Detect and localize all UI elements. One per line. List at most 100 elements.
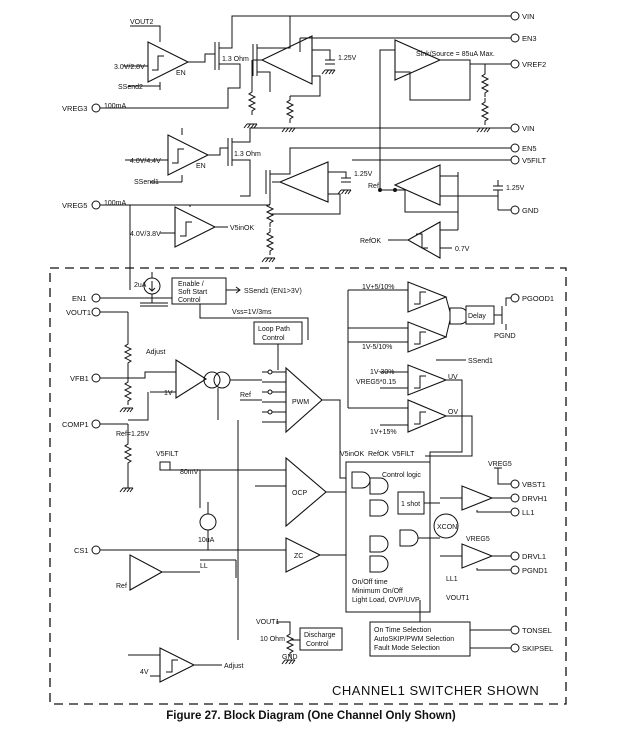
zc-comparator — [129, 537, 352, 591]
vreg5-error-amp — [278, 161, 329, 203]
label-th-vreg: VREG5*0.15 — [356, 379, 396, 386]
label-vreg5-b: VREG5 — [488, 461, 512, 468]
label-adjust-a: Adjust — [146, 349, 166, 356]
label-ohm10: 10 Ohm — [260, 636, 285, 643]
pin-vbst1: VBST1 — [522, 480, 546, 489]
pin-vin-top: VIN — [522, 12, 535, 21]
label-ssend1: SSend1 — [134, 179, 159, 186]
label-th-p5: 1V+5/10% — [362, 284, 395, 291]
label-discharge-2: Control — [306, 641, 329, 648]
pin-vreg5: VREG5 — [62, 201, 87, 210]
pin-en1: EN1 — [72, 294, 87, 303]
pin-skipsel: SKIPSEL — [522, 644, 553, 653]
label-loop-path-2: Control — [262, 335, 285, 342]
label-ontime-3: Fault Mode Selection — [374, 645, 440, 652]
label-one-shot: 1 shot — [401, 501, 420, 508]
internal-labels: VOUT2 3.0V/2.8V EN SSend2 1.3 Ohm 1.25V … — [104, 19, 539, 698]
discharge-section — [276, 621, 343, 665]
label-loop-path-1: Loop Path — [258, 326, 290, 333]
ocp-comparator — [159, 456, 352, 550]
pin-cs1: CS1 — [74, 546, 89, 555]
label-ssend1-out: SSend1 (EN1>3V) — [244, 288, 302, 295]
channel-boundary — [49, 267, 567, 705]
pin-drvh1: DRVH1 — [522, 494, 547, 503]
label-ohm13-a: 1.3 Ohm — [222, 56, 249, 63]
label-onoff-2: Minimum On/Off — [352, 588, 403, 595]
label-th-p15: 1V+15% — [370, 429, 397, 436]
label-v5filt-b: V5FILT — [156, 451, 179, 458]
reference-section — [378, 164, 515, 259]
vreg3-ldo-section — [100, 15, 515, 133]
pin-pgnd-a: PGND — [494, 331, 516, 340]
label-onoff-1: On/Off time — [352, 579, 388, 586]
label-discharge-1: Discharge — [304, 632, 336, 639]
label-v5inok-a: V5inOK — [230, 225, 254, 232]
label-vss: Vss=1V/3ms — [232, 309, 272, 316]
on-time-selection — [369, 600, 520, 657]
pin-comp1: COMP1 — [62, 420, 89, 429]
pin-drvl1: DRVL1 — [522, 552, 546, 561]
label-ohm13-b: 1.3 Ohm — [234, 151, 261, 158]
label-v5inok-b: V5inOK — [340, 451, 364, 458]
label-v44-40: 4.0V/4.4V — [130, 158, 161, 165]
pin-vfb1: VFB1 — [70, 374, 89, 383]
label-ll-b: LL1 — [446, 576, 458, 583]
label-ref-b: Ref — [240, 392, 251, 399]
label-ssend2: SSend2 — [118, 84, 143, 91]
control-logic-block — [345, 461, 440, 613]
label-en-b: EN — [196, 163, 206, 170]
label-ua2: 2uA — [134, 282, 147, 289]
vreg3-enable-comparator — [147, 41, 190, 83]
label-xcon: XCON — [437, 524, 457, 531]
label-enable-ss-3: Control — [178, 297, 201, 304]
label-enable-ss-1: Enable / — [178, 281, 204, 288]
label-refok: RefOK — [360, 238, 381, 245]
label-v125-c: 1.25V — [506, 185, 525, 192]
label-ssend1-c: SSend1 — [468, 358, 493, 365]
pin-v5filt: V5FILT — [522, 156, 546, 165]
label-gnd-b: GND — [282, 654, 298, 661]
adjust-comparator — [128, 647, 222, 683]
label-v4: 4V — [140, 669, 149, 676]
label-onoff-3: Light Load, OVP/UVP — [352, 597, 420, 604]
label-vout1-c: VOUT1 — [446, 595, 469, 602]
label-ontime-1: On Time Selection — [374, 627, 431, 634]
vreg5-enable-comparator — [167, 134, 210, 176]
pin-pgnd1: PGND1 — [522, 566, 548, 575]
label-ov: OV — [448, 409, 458, 416]
soft-start-section — [100, 272, 309, 340]
pin-labels: VIN EN3 VREF2 VIN EN5 V5FILT GND VREG3 V… — [62, 12, 554, 653]
label-ma100-b: 100mA — [104, 200, 127, 207]
label-th-m30: 1V-30% — [370, 369, 395, 376]
pin-gnd: GND — [522, 206, 539, 215]
refok-comparator — [406, 221, 441, 259]
label-zc: ZC — [294, 553, 303, 560]
error-amp-section — [128, 321, 303, 421]
gate-drivers — [433, 467, 520, 575]
label-ref-c: Ref — [116, 583, 127, 590]
label-control-logic: Control logic — [382, 472, 421, 479]
label-adjust-b: Adjust — [224, 663, 244, 670]
label-en-a: EN — [176, 70, 186, 77]
label-ontime-2: AutoSKIP/PWM Selection — [374, 636, 454, 643]
label-v30-28: 3.0V/2.8V — [114, 64, 145, 71]
label-uv: UV — [448, 374, 458, 381]
pin-en5: EN5 — [522, 144, 537, 153]
label-v40-38: 4.0V/3.8V — [130, 231, 161, 238]
label-ua10: 10uA — [198, 537, 215, 544]
pin-vout1: VOUT1 — [66, 308, 91, 317]
label-v125-b: 1.25V — [354, 171, 373, 178]
label-v125-a: 1.25V — [338, 55, 357, 62]
label-channel: CHANNEL1 SWITCHER SHOWN — [332, 683, 539, 698]
label-sink-source: Sink/Source = 85uA Max. — [416, 51, 495, 58]
pin-pgood1: PGOOD1 — [522, 294, 554, 303]
label-v1: 1V — [164, 390, 173, 397]
label-th-m5: 1V-5/10% — [362, 344, 392, 351]
pin-vin-mid: VIN — [522, 124, 535, 133]
label-ocp: OCP — [292, 490, 308, 497]
label-vreg5-c: VREG5 — [466, 536, 490, 543]
label-enable-ss-2: Soft Start — [178, 289, 207, 296]
label-v07: 0.7V — [455, 246, 470, 253]
pin-en3: EN3 — [522, 34, 537, 43]
pin-vref2: VREF2 — [522, 60, 546, 69]
